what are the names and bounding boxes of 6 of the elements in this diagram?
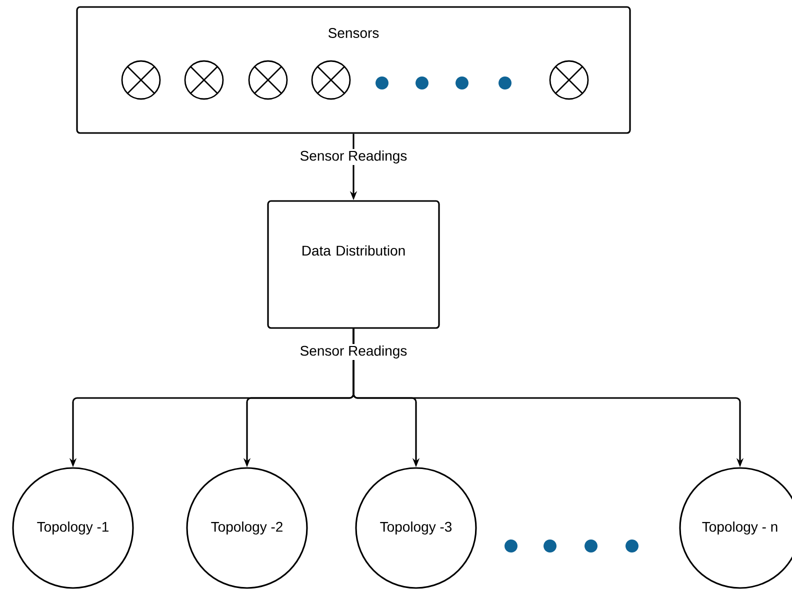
process-box [267,200,440,329]
edge-label: Sensor Readings [300,150,407,164]
edge-label: Sensor Readings [300,345,407,359]
sensor-panel [76,6,631,134]
panel-title: Sensors [328,28,379,38]
box-label: Data Distribution [302,245,405,256]
